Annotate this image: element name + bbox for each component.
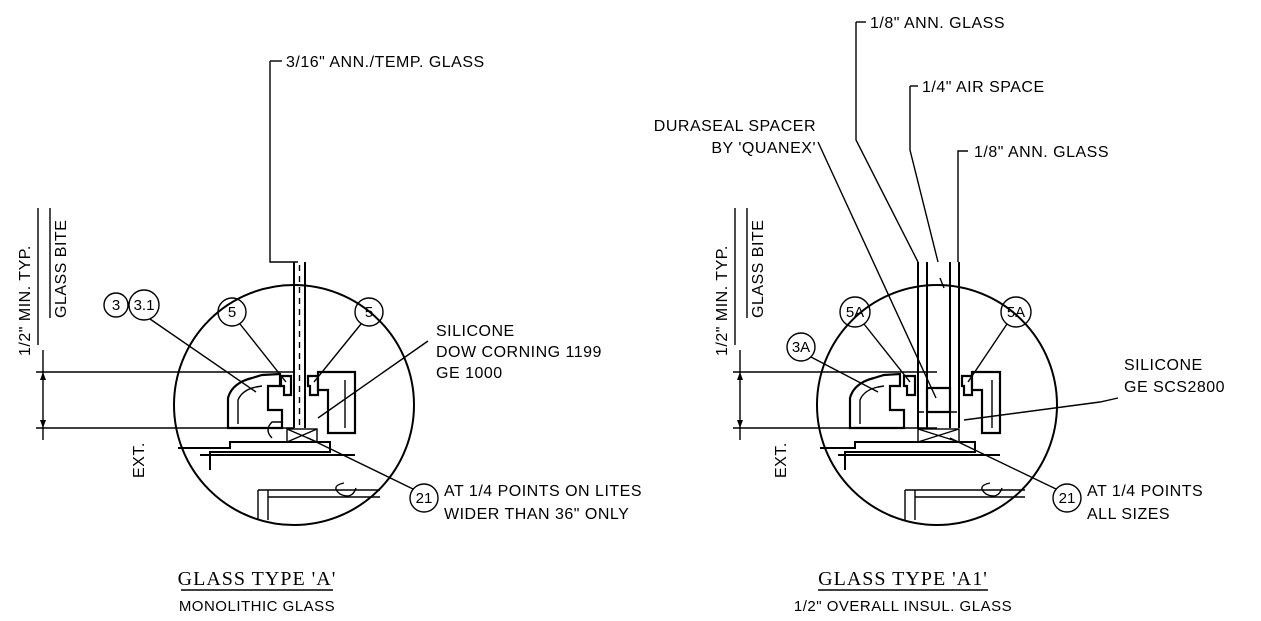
detail-a-glass-lite: [293, 262, 306, 428]
detail-a1-tag-21: 21: [1059, 490, 1076, 507]
detail-a-tag-21-bubble: [409, 483, 439, 513]
detail-a-glass-leader: [269, 61, 298, 263]
detail-a-setting-line2: WIDER THAN 36" ONLY: [444, 506, 629, 523]
detail-a1-outer-glass-label: 1/8" ANN. GLASS: [870, 15, 1005, 32]
detail-a-tag-21-leader: [307, 437, 414, 490]
detail-a1-ig-unit: [917, 262, 960, 428]
detail-a-tag-21: 21: [416, 490, 433, 507]
detail-a-setting-line1: AT 1/4 POINTS ON LITES: [444, 483, 642, 500]
detail-a1-tag-5a-left-leader: [863, 323, 911, 383]
detail-a-bite-dimension-text: 1/2" MIN. TYP.: [17, 245, 34, 356]
detail-a-tag-5-right-bubble: [354, 297, 384, 327]
detail-a1-tag-5a-right-bubble: [1000, 296, 1032, 328]
detail-a1-inner-glass-leader: [957, 150, 968, 262]
detail-a-tag-5-right-leader: [313, 323, 362, 383]
detail-a-tag-5-right: 5: [365, 304, 373, 321]
detail-a1-outer-glass-leader: [855, 22, 919, 263]
detail-a1-tag-21-leader: [949, 437, 1057, 490]
detail-a1-air-space-label: 1/4" AIR SPACE: [922, 79, 1045, 96]
detail-a: 1/2" MIN. TYP. GLASS BITE EXT. 3/16" ANN…: [17, 54, 642, 615]
detail-a1-tag-5a-right: 5A: [1007, 304, 1025, 321]
detail-a1-circle: [816, 284, 1058, 526]
detail-a1-setting-line2: ALL SIZES: [1087, 506, 1170, 523]
detail-a1-silicone-line2: GE SCS2800: [1124, 379, 1225, 396]
detail-a1-title: GLASS TYPE 'A1': [818, 568, 988, 590]
detail-a-exterior-label: EXT.: [131, 442, 148, 478]
detail-a1-spacer-line1: DURASEAL SPACER: [654, 118, 816, 135]
detail-a1-spacer-line2: BY 'QUANEX': [711, 140, 816, 157]
detail-a-tag-3-1-bubble: [128, 289, 160, 321]
detail-a-tag-3-1: 3.1: [134, 297, 155, 314]
detail-a1-spacer: [925, 386, 952, 414]
detail-a1-tag-3a: 3A: [792, 339, 810, 356]
detail-a-silicone-line1: SILICONE: [436, 323, 515, 340]
detail-a1-subtitle: 1/2" OVERALL INSUL. GLASS: [794, 598, 1012, 615]
detail-a1-tag-5a-right-leader: [967, 323, 1008, 383]
detail-a-tag-3: 3: [112, 297, 120, 314]
detail-a-silicone-line2: DOW CORNING 1199: [436, 344, 602, 361]
detail-a-bite-dimension: [36, 208, 294, 440]
detail-a-tag-3-leader: [149, 318, 257, 393]
detail-a1-tag-5a-left: 5A: [846, 304, 864, 321]
detail-a-tag-5-left: 5: [228, 304, 236, 321]
detail-a1-setting-line1: AT 1/4 POINTS: [1087, 483, 1203, 500]
detail-a-tag-5-left-bubble: [217, 297, 247, 327]
detail-a1-silicone-line1: SILICONE: [1124, 357, 1203, 374]
detail-a1-bite-dimension: [733, 208, 937, 440]
detail-a1-frame-profile: [820, 370, 1025, 520]
detail-a1-exterior-label: EXT.: [773, 442, 790, 478]
detail-a-silicone-leader: [317, 340, 429, 419]
detail-a1-bite-dimension-text: 1/2" MIN. TYP.: [714, 245, 731, 356]
detail-a1-glass-bite-label: GLASS BITE: [750, 220, 767, 318]
detail-a1-air-space-leader: [909, 86, 939, 263]
detail-a1-spacer-leader: [817, 141, 937, 399]
detail-a1: 1/2" MIN. TYP. GLASS BITE EXT. 1/8" ANN.…: [654, 15, 1225, 615]
detail-a1-tag-21-bubble: [1052, 483, 1082, 513]
detail-a-silicone-line3: GE 1000: [436, 365, 503, 382]
detail-a-tag-3-bubble: [103, 292, 129, 318]
detail-a1-inner-glass-label: 1/8" ANN. GLASS: [974, 144, 1109, 161]
detail-a-tag-5-left-leader: [239, 323, 287, 383]
detail-a-frame-profile: [178, 370, 380, 520]
detail-a1-tag-3a-bubble: [786, 332, 816, 362]
detail-a1-tag-5a-left-bubble: [839, 296, 871, 328]
detail-a-glass-label: 3/16" ANN./TEMP. GLASS: [286, 54, 485, 71]
detail-a-glass-bite-label: GLASS BITE: [53, 220, 70, 318]
detail-a-subtitle: MONOLITHIC GLASS: [179, 598, 335, 615]
detail-a1-silicone-leader: [963, 397, 1119, 421]
detail-a1-tag-3a-leader: [810, 356, 879, 393]
detail-a-title: GLASS TYPE 'A': [178, 568, 337, 590]
